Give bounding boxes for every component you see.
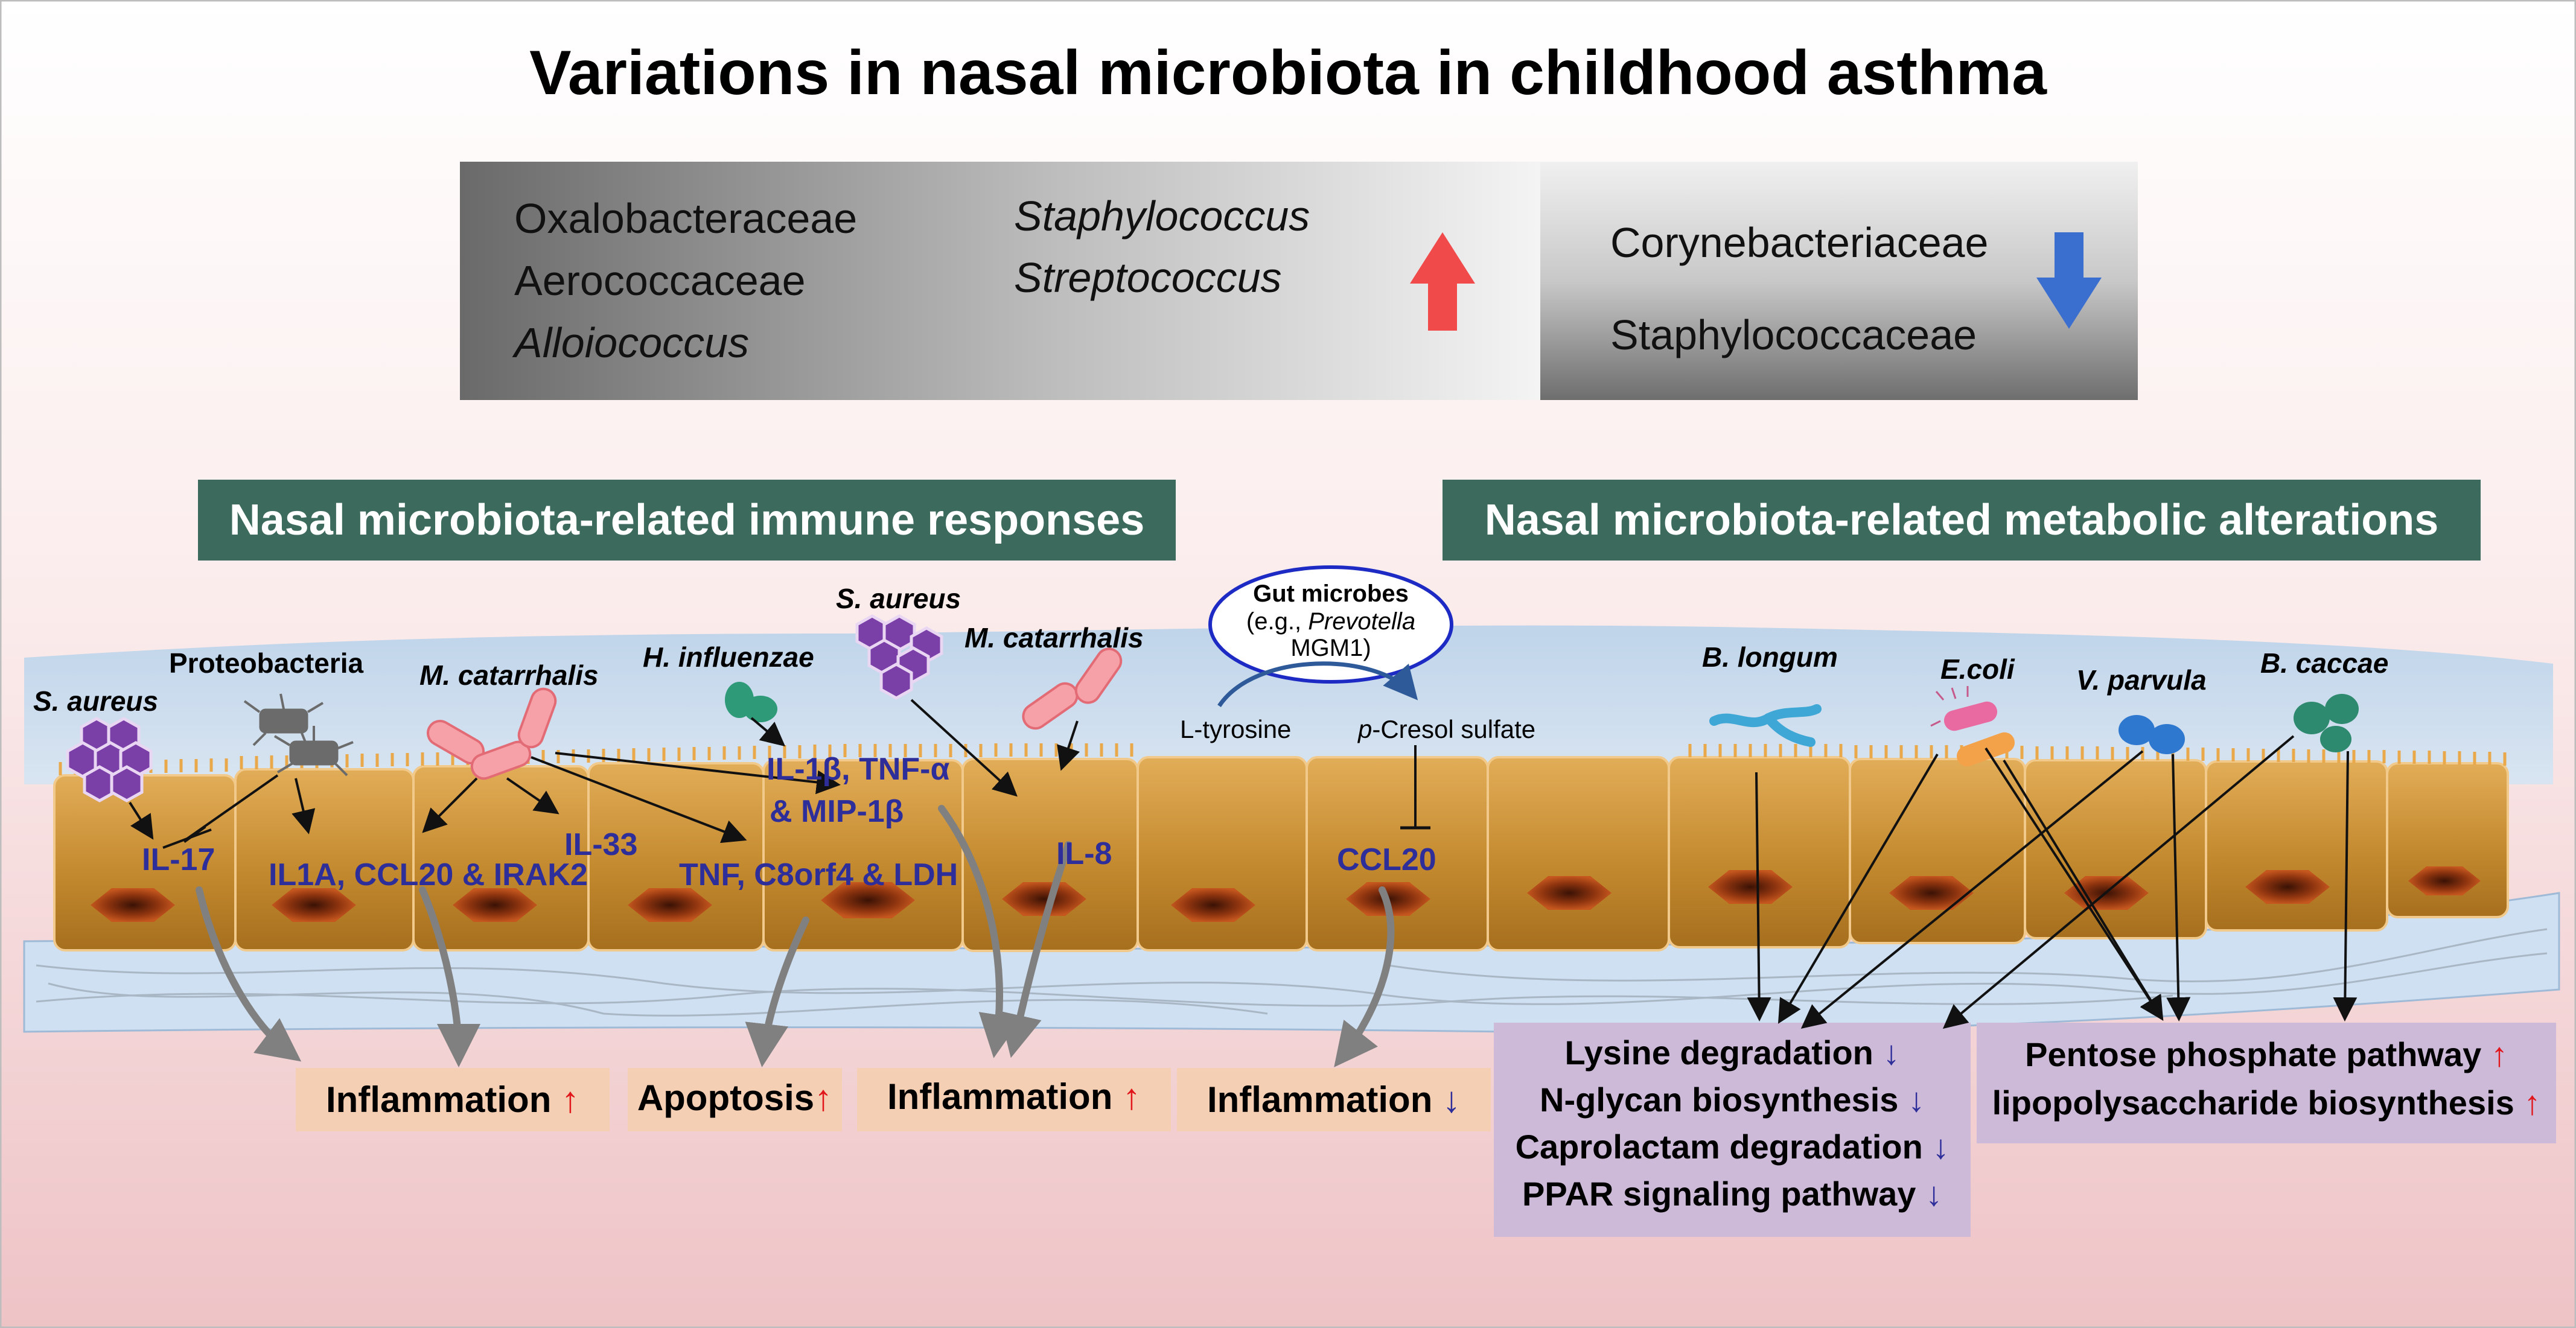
metabolic-section-header: Nasal microbiota-related metabolic alter…: [1443, 480, 2481, 561]
taxon-streptococcus: Streptococcus: [1014, 254, 1282, 301]
s-aureus-cluster-icon: [66, 717, 153, 802]
label-h-influenzae: H. influenzae: [643, 641, 814, 673]
cytokine-tnf-c8orf4-ldh: TNF, C8orf4 & LDH: [679, 857, 958, 892]
gut-microbes-strain: MGM1): [1290, 635, 1371, 661]
taxon-alloiococcus: Alloiococcus: [514, 319, 750, 366]
label-l-tyrosine: L-tyrosine: [1180, 715, 1292, 743]
s-aureus-cluster-icon: [855, 614, 943, 700]
decreased-taxa-box: [1540, 162, 2138, 400]
metabolic-arrows: [1747, 735, 2358, 1029]
label-m-catarrhalis-1: M. catarrhalis: [419, 659, 599, 691]
metabolic-pentose-phosphate: Pentose phosphate pathway ↑: [2025, 1035, 2508, 1073]
metabolic-lysine-degradation: Lysine degradation ↓: [1564, 1034, 1900, 1072]
label-b-longum: B. longum: [1702, 641, 1838, 673]
metabolic-ppar-signaling: PPAR signaling pathway ↓: [1522, 1175, 1942, 1213]
m-catarrhalis-icon: [1022, 647, 1123, 730]
label-s-aureus-1: S. aureus: [33, 685, 159, 717]
proteobacteria-icon: [243, 693, 354, 777]
label-m-catarrhalis-2: M. catarrhalis: [964, 622, 1144, 653]
taxon-corynebacteriaceae: Corynebacteriaceae: [1610, 219, 1989, 266]
increased-taxa-box: [460, 162, 1540, 400]
outcome-box-3: [857, 1068, 1171, 1131]
label-b-caccae: B. caccae: [2260, 647, 2389, 679]
outcome-box-1: [296, 1068, 610, 1131]
metabolic-up-box: [1977, 1023, 2556, 1143]
taxon-aerococcaceae: Aerococcaceae: [514, 257, 806, 304]
v-parvula-icon: [2119, 715, 2185, 754]
label-v-parvula: V. parvula: [2076, 664, 2207, 696]
cytokine-mip1b: & MIP-1β: [770, 794, 904, 829]
label-p-cresol-sulfate: p-Cresol sulfate: [1358, 715, 1536, 743]
outcome-inflammation-down: Inflammation ↓: [1207, 1079, 1461, 1120]
metabolic-down-box: [1494, 1023, 1971, 1237]
h-influenzae-icon: [725, 682, 777, 722]
label-s-aureus-2: S. aureus: [836, 583, 961, 614]
up-arrow-icon: [1410, 232, 1475, 331]
cytokine-il1a-ccl20-irak2: IL1A, CCL20 & IRAK2: [269, 857, 588, 892]
b-caccae-icon: [2294, 694, 2359, 752]
cytokine-il17: IL-17: [142, 842, 215, 877]
cytokine-il1b-tnfa: IL-1β, TNF-α: [767, 752, 950, 787]
conversion-arrow: [1217, 661, 1418, 707]
outcome-inflammation-up-2: Inflammation ↑: [887, 1076, 1141, 1117]
cytokine-ccl20: CCL20: [1337, 842, 1436, 877]
cytokine-il33: IL-33: [564, 827, 638, 862]
outcome-box-2: [628, 1068, 842, 1131]
cytokine-il8: IL-8: [1056, 836, 1112, 871]
label-e-coli: E.coli: [1940, 653, 2015, 685]
outcome-box-4: [1177, 1068, 1491, 1131]
taxon-oxalobacteraceae: Oxalobacteraceae: [514, 195, 858, 242]
outcome-inflammation-up-1: Inflammation ↑: [325, 1079, 580, 1120]
m-catarrhalis-icon: [427, 687, 557, 780]
outcome-apoptosis-up: Apoptosis↑: [637, 1078, 833, 1118]
metabolic-n-glycan-biosynthesis: N-glycan biosynthesis ↓: [1540, 1081, 1925, 1119]
metabolic-caprolactam-degradation: Caprolactam degradation ↓: [1515, 1128, 1950, 1166]
immune-section-header: Nasal microbiota-related immune response…: [198, 480, 1176, 561]
gut-microbes-example: (e.g., Prevotella: [1246, 608, 1416, 635]
label-proteobacteria: Proteobacteria: [169, 647, 364, 679]
outcome-arrows: [196, 805, 1395, 1067]
mucus-layer: [24, 625, 2553, 784]
metabolic-lps-biosynthesis: lipopolysaccharide biosynthesis ↑: [1992, 1084, 2541, 1122]
down-arrow-icon: [2036, 232, 2102, 329]
epithelial-cells: [53, 756, 2509, 952]
gut-microbes-title: Gut microbes: [1253, 580, 1409, 607]
figure-title: Variations in nasal microbiota in childh…: [529, 38, 2047, 108]
taxon-staphylococcaceae: Staphylococcaceae: [1610, 311, 1977, 358]
gut-microbes-ellipse: [1208, 565, 1453, 684]
interaction-arrows: [129, 699, 1417, 849]
taxon-staphylococcus: Staphylococcus: [1014, 192, 1310, 240]
b-longum-icon: [1709, 704, 1822, 747]
